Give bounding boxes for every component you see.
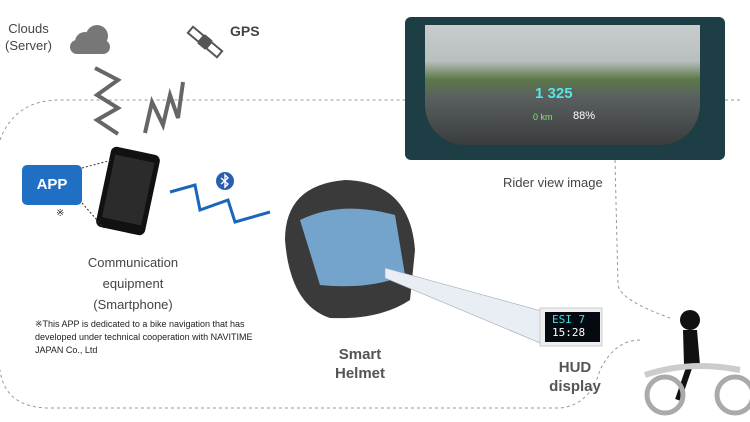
hud-label-line2: display [549,378,601,395]
footnote-line1: ※This APP is dedicated to a bike navigat… [35,319,245,329]
footnote-line3: JAPAN Co., Ltd [35,345,98,355]
phone-label-line2: equipment [102,276,164,291]
phone-label: Communication equipment (Smartphone) [60,252,206,315]
hud-beam [384,267,546,346]
cloud-icon [70,25,110,54]
zigzag-cloud-link [93,66,122,136]
hud-battery-readout: 88% [573,110,596,122]
hud-speed-readout: 1 325 [535,85,573,102]
clouds-label-line1: Clouds [8,21,49,36]
clouds-label: Clouds (Server) [5,20,52,54]
gps-label: GPS [230,23,260,39]
clouds-label-line2: (Server) [5,38,52,53]
bluetooth-icon [216,172,234,190]
hud-label-line1: HUD [558,359,592,376]
satellite-icon [186,25,224,59]
rider-view-caption: Rider view image [503,175,603,190]
helmet-label-line2: Helmet [334,365,386,382]
zigzag-bluetooth-link [169,183,271,224]
helmet-icon [285,180,415,319]
hud-label: HUD display [535,358,615,396]
hud-screen-bottom: 15:28 [552,326,586,339]
helmet-label: Smart Helmet [320,345,400,383]
rider-icon [644,310,750,416]
footnote-line2: developed under technical cooperation wi… [35,332,253,342]
phone-label-line3: (Smartphone) [93,297,173,312]
helmet-label-line1: Smart [338,346,382,363]
phone-label-line1: Communication [87,255,179,270]
zigzag-gps-link [143,81,185,134]
hud-distance-readout: 0 km [533,112,553,122]
app-badge: APP [22,165,82,205]
rider-view-image: 1 325 0 km 88% [405,17,725,160]
hud-screen: ESI 7 15:28 [552,313,585,339]
hud-screen-top: ESI 7 [552,313,586,326]
app-footnote: ※This APP is dedicated to a bike navigat… [35,318,252,357]
dashed-boundary [0,99,740,409]
app-note-mark: ※ [56,208,65,219]
